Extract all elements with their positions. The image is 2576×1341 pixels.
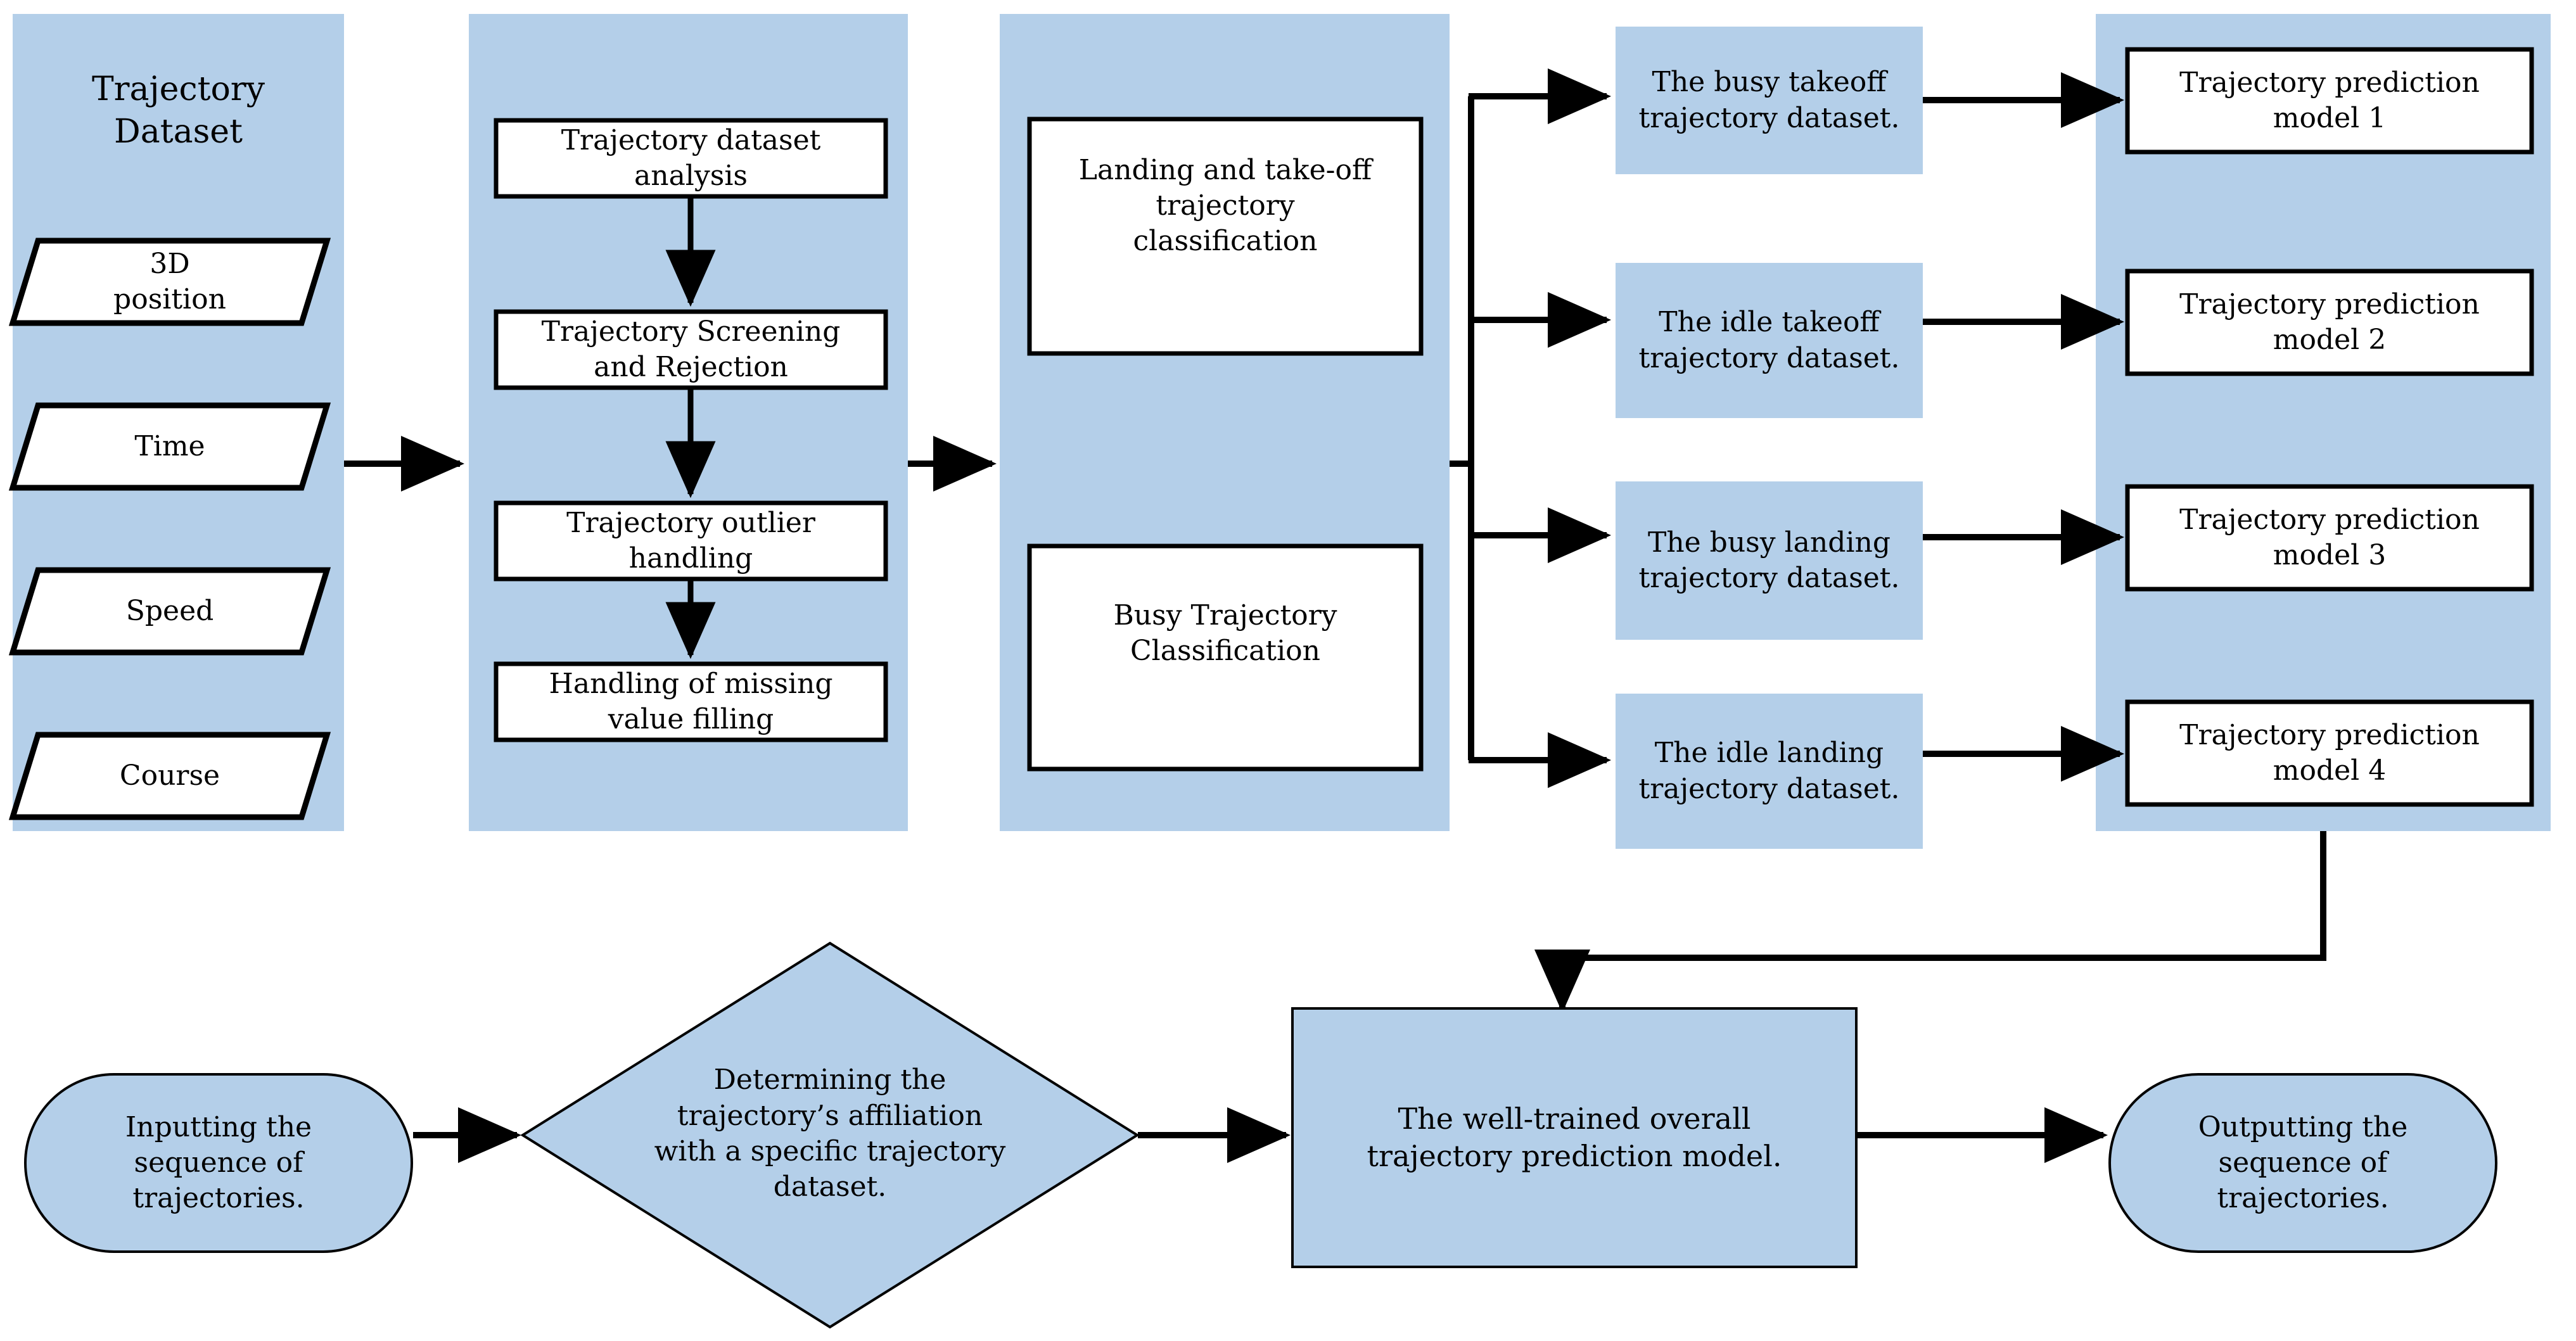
model-box-3[interactable] [2125, 484, 2534, 592]
decision-diamond[interactable] [520, 941, 1140, 1329]
process-box-landing-takeoff-classification[interactable] [1027, 117, 1424, 356]
process-box-missing-value-filling[interactable] [494, 661, 888, 742]
input-shape-course[interactable] [8, 732, 331, 820]
overall-model-box[interactable] [1291, 1007, 1858, 1268]
process-box-screening-rejection[interactable] [494, 309, 888, 390]
process-box-dataset-analysis[interactable] [494, 118, 888, 199]
process-box-outlier-handling[interactable] [494, 500, 888, 582]
model-box-4[interactable] [2125, 699, 2534, 807]
dataset-block-idle-takeoff[interactable] [1616, 263, 1923, 418]
input-shape-speed[interactable] [8, 567, 331, 656]
model-box-2[interactable] [2125, 269, 2534, 376]
dataset-block-busy-landing[interactable] [1616, 481, 1923, 640]
input-shape-time[interactable] [8, 402, 331, 491]
process-box-busy-trajectory-classification[interactable] [1027, 543, 1424, 772]
dataset-block-busy-takeoff[interactable] [1616, 27, 1923, 174]
terminator-input[interactable] [24, 1073, 413, 1253]
terminator-output[interactable] [2108, 1073, 2497, 1253]
model-box-1[interactable] [2125, 47, 2534, 155]
dataset-block-idle-landing[interactable] [1616, 694, 1923, 849]
input-shape-3d-position[interactable] [8, 238, 331, 326]
connector-models-to-overall-model [1534, 831, 2326, 1013]
